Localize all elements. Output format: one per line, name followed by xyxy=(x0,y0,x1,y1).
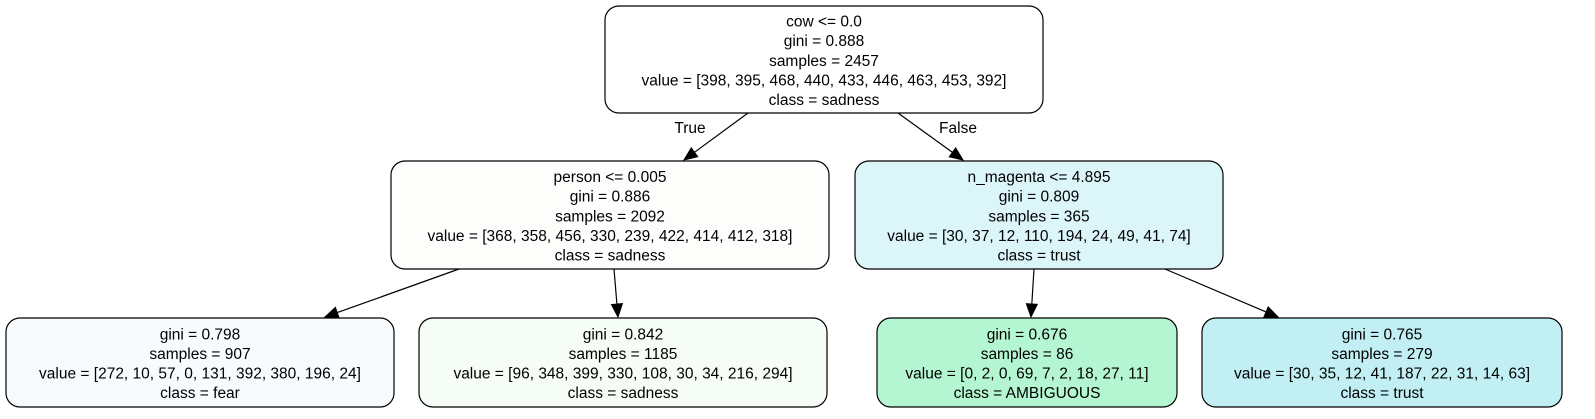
edges-layer: True False xyxy=(323,112,1280,319)
node-text-line: class = trust xyxy=(1340,385,1424,402)
node-box xyxy=(876,317,1178,408)
tree-edge-person-split-to-leaf-fear xyxy=(323,268,460,319)
arrowhead-icon xyxy=(682,146,699,161)
tree-node-magenta-split: n_magenta <= 4.895 gini = 0.809 samples = … xyxy=(854,160,1224,270)
tree-node-leaf-trust: gini = 0.765 samples = 279 value = [30, 35… xyxy=(1201,317,1563,408)
node-text-line: gini = 0.809 xyxy=(999,189,1080,206)
node-text-line: value = [96, 348, 399, 330, 108, 30, 34,… xyxy=(453,366,792,383)
edge-line xyxy=(1164,268,1267,313)
node-text-line: samples = 365 xyxy=(988,208,1089,225)
node-text-line: samples = 2457 xyxy=(769,53,879,70)
nodes-layer: cow <= 0.0 gini = 0.888 samples = 2457 valu… xyxy=(5,5,1563,408)
tree-edge-root-to-person-split: True xyxy=(674,112,749,161)
node-text-line: class = sadness xyxy=(568,385,679,402)
tree-node-root: cow <= 0.0 gini = 0.888 samples = 2457 valu… xyxy=(604,5,1044,114)
arrowhead-icon xyxy=(323,306,340,319)
node-box xyxy=(854,160,1224,270)
node-text-line: value = [30, 37, 12, 110, 194, 24, 49, 4… xyxy=(887,228,1191,245)
arrowhead-icon xyxy=(1263,305,1280,318)
edge-label: True xyxy=(674,120,705,137)
edge-line xyxy=(897,112,953,153)
tree-edge-magenta-split-to-leaf-ambiguous xyxy=(1025,268,1039,319)
tree-edge-magenta-split-to-leaf-trust xyxy=(1164,268,1280,318)
tree-node-person-split: person <= 0.005 gini = 0.886 samples = 209… xyxy=(390,160,830,270)
tree-node-leaf-fear: gini = 0.798 samples = 907 value = [272, 1… xyxy=(5,317,395,408)
node-text-line: class = AMBIGUOUS xyxy=(954,385,1101,402)
node-text-line: gini = 0.676 xyxy=(987,326,1068,343)
node-text-line: class = sadness xyxy=(555,247,666,264)
node-text-line: samples = 907 xyxy=(149,346,250,363)
node-box xyxy=(418,317,828,408)
arrowhead-icon xyxy=(610,303,624,319)
node-box xyxy=(604,5,1044,114)
edge-label: False xyxy=(939,120,977,137)
node-text-line: cow <= 0.0 xyxy=(786,14,862,31)
node-text-line: gini = 0.886 xyxy=(570,189,651,206)
tree-node-leaf-ambiguous: gini = 0.676 samples = 86 value = [0, 2, 0… xyxy=(876,317,1178,408)
node-text-line: samples = 2092 xyxy=(555,208,665,225)
node-text-line: class = trust xyxy=(997,247,1081,264)
tree-node-leaf-sadness: gini = 0.842 samples = 1185 value = [96, 3… xyxy=(418,317,828,408)
edge-line xyxy=(337,268,460,314)
node-box xyxy=(1201,317,1563,408)
edge-line xyxy=(1031,268,1035,305)
node-text-line: class = fear xyxy=(160,385,240,402)
edge-line xyxy=(694,112,749,153)
node-text-line: value = [0, 2, 0, 69, 7, 2, 18, 27, 11] xyxy=(905,366,1148,383)
node-text-line: samples = 279 xyxy=(1331,346,1432,363)
node-text-line: gini = 0.888 xyxy=(784,33,865,50)
edge-line xyxy=(613,268,618,305)
tree-edge-root-to-magenta-split: False xyxy=(897,112,977,161)
node-text-line: n_magenta <= 4.895 xyxy=(967,169,1110,186)
node-text-line: gini = 0.798 xyxy=(160,326,241,343)
node-text-line: gini = 0.765 xyxy=(1342,326,1423,343)
tree-edge-person-split-to-leaf-sadness xyxy=(610,268,624,319)
node-text-line: value = [398, 395, 468, 440, 433, 446, 4… xyxy=(642,72,1007,89)
node-text-line: value = [368, 358, 456, 330, 239, 422, 4… xyxy=(428,228,793,245)
node-text-line: class = sadness xyxy=(769,92,880,109)
node-text-line: samples = 1185 xyxy=(569,346,678,363)
node-text-line: value = [272, 10, 57, 0, 131, 392, 380, … xyxy=(39,366,361,383)
node-box xyxy=(390,160,830,270)
node-text-line: samples = 86 xyxy=(981,346,1074,363)
arrowhead-icon xyxy=(948,147,965,161)
arrowhead-icon xyxy=(1025,303,1039,319)
node-box xyxy=(5,317,395,408)
node-text-line: person <= 0.005 xyxy=(554,169,667,186)
node-text-line: gini = 0.842 xyxy=(583,326,664,343)
node-text-line: value = [30, 35, 12, 41, 187, 22, 31, 14… xyxy=(1234,366,1530,383)
